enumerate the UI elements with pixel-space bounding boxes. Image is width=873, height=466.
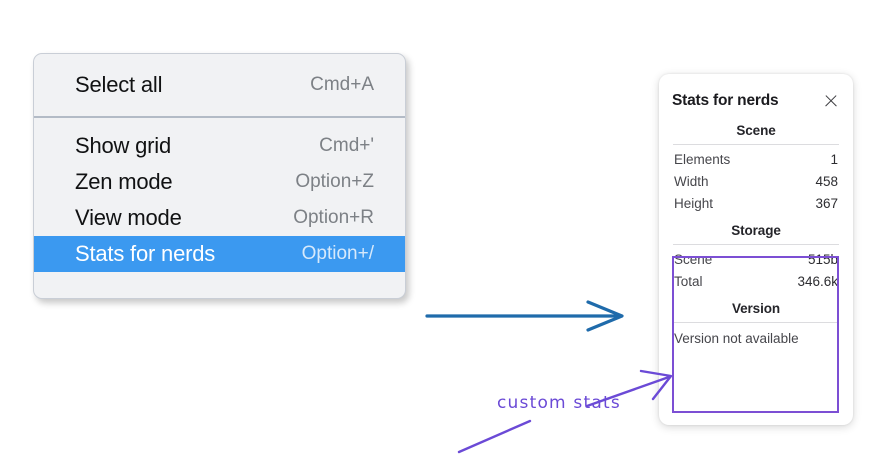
menu-item-shortcut: Cmd+A	[310, 74, 374, 95]
stat-row-storage-scene: Scene 515b	[672, 248, 840, 270]
stats-section-scene: Scene Elements 1 Width 458 Height 367	[672, 114, 840, 214]
stat-label: Total	[674, 273, 703, 289]
menu-item-shortcut: Option+Z	[295, 171, 374, 192]
stat-row-width: Width 458	[672, 170, 840, 192]
custom-stats-underline-stroke	[457, 419, 532, 454]
menu-item-show-grid[interactable]: Show grid Cmd+'	[34, 128, 405, 164]
menu-item-view-mode[interactable]: View mode Option+R	[34, 200, 405, 236]
section-rule	[673, 144, 839, 145]
version-value: Version not available	[674, 331, 799, 346]
stat-value: 458	[815, 173, 838, 189]
stats-section-version: Version Version not available	[672, 292, 840, 351]
stat-label: Elements	[674, 151, 731, 167]
stat-row-height: Height 367	[672, 192, 840, 214]
stat-value: 1	[830, 151, 838, 167]
menu-item-label: Select all	[75, 72, 163, 97]
stat-row-storage-total: Total 346.6k	[672, 270, 840, 292]
menu-group-selection: Select all Cmd+A	[34, 54, 405, 116]
stat-value: 515b	[807, 251, 838, 267]
stats-for-nerds-panel: Stats for nerds Scene Elements 1 Width 4…	[659, 74, 853, 425]
section-heading: Version	[731, 301, 781, 316]
menu-item-label: Stats for nerds	[75, 241, 216, 266]
section-rule	[673, 322, 839, 323]
panel-title: Stats for nerds	[672, 92, 779, 109]
menu-item-label: View mode	[75, 205, 182, 230]
panel-header: Stats for nerds	[672, 86, 840, 114]
menu-item-label: Zen mode	[75, 169, 173, 194]
stat-row-elements: Elements 1	[672, 148, 840, 170]
menu-item-zen-mode[interactable]: Zen mode Option+Z	[34, 164, 405, 200]
menu-item-shortcut: Option+/	[301, 243, 374, 264]
section-heading: Storage	[731, 223, 781, 238]
menu-item-shortcut: Cmd+'	[319, 135, 374, 156]
stat-value: 346.6k	[797, 273, 838, 289]
section-heading: Scene	[736, 123, 776, 138]
stat-label: Scene	[674, 251, 713, 267]
menu-item-stats-for-nerds[interactable]: Stats for nerds Option+/	[34, 236, 405, 272]
stats-section-storage: Storage Scene 515b Total 346.6k	[672, 214, 840, 292]
custom-stats-annotation-label: custom stats	[497, 393, 621, 413]
menu-divider	[34, 116, 405, 118]
blue-flow-arrow	[425, 300, 624, 332]
stat-label: Height	[674, 195, 714, 211]
close-icon[interactable]	[822, 93, 839, 110]
stat-value: 367	[815, 195, 838, 211]
menu-item-shortcut: Option+R	[293, 207, 374, 228]
canvas-context-menu[interactable]: Select all Cmd+A Show grid Cmd+' Zen mod…	[33, 53, 406, 299]
menu-group-view: Show grid Cmd+' Zen mode Option+Z View m…	[34, 118, 405, 283]
menu-item-select-all[interactable]: Select all Cmd+A	[34, 67, 405, 103]
stat-label: Width	[674, 173, 709, 189]
menu-item-label: Show grid	[75, 133, 172, 158]
section-rule	[673, 244, 839, 245]
